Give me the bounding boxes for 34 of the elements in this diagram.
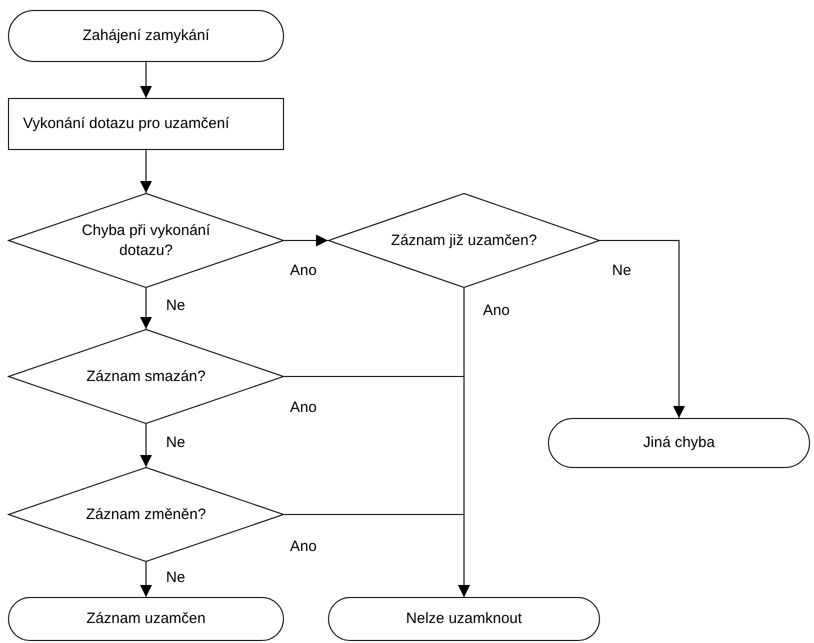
node-text: Jiná chyba <box>643 433 715 453</box>
node-text: Zahájení zamykání <box>82 26 210 46</box>
edge-label: Ne <box>612 262 632 279</box>
decision-diamond <box>8 329 284 424</box>
edge-label: Ne <box>166 297 186 314</box>
node-text: Záznam uzamčen <box>86 609 206 629</box>
edge-label: Ne <box>166 569 186 586</box>
edge-label: Ano <box>483 302 510 319</box>
edge-label: Ne <box>166 434 186 451</box>
arrow <box>140 562 152 598</box>
edge-label: Ano <box>290 399 317 416</box>
node-text: Vykonání dotazu pro uzamčení <box>23 114 230 134</box>
edge-label: Ano <box>290 262 317 279</box>
terminal-shape <box>328 597 600 641</box>
arrow <box>600 240 685 418</box>
node-text: Záznam smazán? <box>86 366 206 386</box>
terminal-shape <box>548 418 810 468</box>
process-box <box>8 98 284 150</box>
terminal-shape <box>8 10 284 62</box>
arrow <box>140 424 152 468</box>
edge-label: Ano <box>290 538 317 555</box>
arrow <box>284 234 328 246</box>
arrow <box>140 62 152 98</box>
arrow <box>140 288 152 330</box>
terminal-shape <box>8 597 284 641</box>
node-text: Záznam změněn? <box>86 504 206 524</box>
arrow <box>140 150 152 194</box>
node-text: Nelze uzamknout <box>406 609 522 629</box>
decision-diamond <box>328 193 600 288</box>
node-text: Chyba při vykonání dotazu? <box>80 221 212 260</box>
decision-diamond <box>8 193 284 288</box>
decision-diamond <box>8 467 284 562</box>
arrow <box>284 514 470 598</box>
node-text: Záznam již uzamčen? <box>391 230 537 250</box>
